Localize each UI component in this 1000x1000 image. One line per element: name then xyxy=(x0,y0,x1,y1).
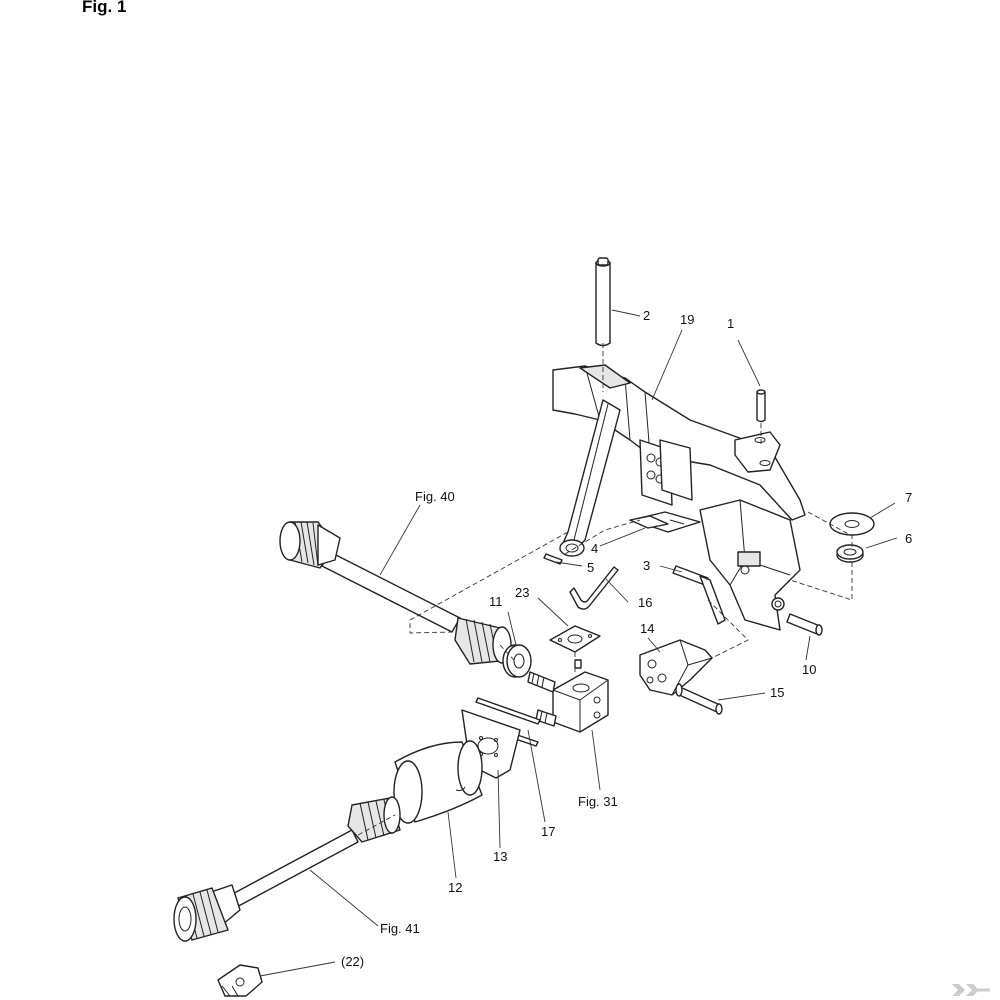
fig-40-drive-shaft[interactable] xyxy=(279,521,512,665)
callout-11: 11 xyxy=(489,594,503,609)
callout-fig-40: Fig. 40 xyxy=(415,489,455,504)
callout-fig-41: Fig. 41 xyxy=(380,921,420,936)
assembly-lines xyxy=(357,343,853,836)
callout-6: 6 xyxy=(905,531,912,546)
callout-4: 4 xyxy=(591,541,598,556)
part-1-short-pin[interactable] xyxy=(756,389,766,423)
callout-labels: 2 19 1 7 6 4 5 3 16 Fig. 40 23 11 14 10 … xyxy=(341,308,912,969)
callout-10: 10 xyxy=(802,662,816,677)
part-16-hook-rod[interactable] xyxy=(569,566,619,610)
callout-14: 14 xyxy=(640,621,654,636)
callout-13: 13 xyxy=(493,849,507,864)
k-logo-icon xyxy=(952,984,990,996)
part-19-main-frame[interactable] xyxy=(552,364,806,631)
callout-fig-31: Fig. 31 xyxy=(578,794,618,809)
part-6-bushing[interactable] xyxy=(836,544,864,563)
page-title: Fig. 1 xyxy=(82,0,127,16)
callout-7: 7 xyxy=(905,490,912,505)
part-15-pin[interactable] xyxy=(675,683,723,715)
part-5-bolt[interactable] xyxy=(543,553,563,565)
part-3-pin[interactable] xyxy=(672,565,726,625)
part-2-long-pin[interactable] xyxy=(595,257,611,347)
callout-1: 1 xyxy=(727,316,734,331)
fig-31-gearbox[interactable] xyxy=(527,659,609,733)
part-12-guard-cone[interactable] xyxy=(393,740,483,824)
leader-lines xyxy=(259,309,898,977)
fig-41-drive-shaft[interactable] xyxy=(173,796,401,942)
part-10-pin[interactable] xyxy=(786,613,823,636)
part-23-gasket[interactable] xyxy=(549,625,601,653)
part-11-flange-disc[interactable] xyxy=(502,644,532,678)
callout-3: 3 xyxy=(643,558,650,573)
callout-15: 15 xyxy=(770,685,784,700)
part-22-yoke[interactable] xyxy=(217,964,263,997)
part-4-plate[interactable] xyxy=(629,515,669,529)
callout-12: 12 xyxy=(448,880,462,895)
callout-2: 2 xyxy=(643,308,650,323)
callout-5: 5 xyxy=(587,560,594,575)
callout-16: 16 xyxy=(638,595,652,610)
callout-19: 19 xyxy=(680,312,694,327)
callout-22: (22) xyxy=(341,954,364,969)
callout-17: 17 xyxy=(541,824,555,839)
part-7-washer[interactable] xyxy=(829,512,875,536)
callout-23: 23 xyxy=(515,585,529,600)
